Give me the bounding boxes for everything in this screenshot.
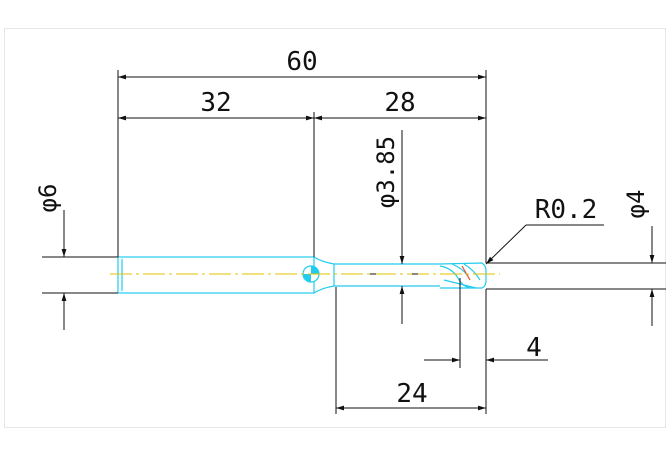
flute-curve-1 (439, 265, 471, 289)
dimension-lines (42, 70, 666, 414)
neck-transition (313, 256, 335, 294)
end-mill-outline (117, 256, 487, 294)
dim-label-shank-length: 32 (200, 88, 231, 118)
dim-label-cutter-diameter: φ4 (622, 190, 650, 219)
drawing-frame (4, 28, 666, 428)
dim-label-reach-length: 24 (396, 379, 427, 409)
dim-label-neck-diameter: φ3.85 (372, 136, 400, 208)
shank-body (117, 256, 315, 294)
cutting-head (439, 262, 487, 289)
dim-label-flute-length: 4 (526, 333, 542, 363)
flute-accent (461, 265, 471, 281)
radius-leader (485, 224, 527, 265)
dim-label-shank-diameter: φ6 (34, 184, 62, 213)
flute-curve-3 (463, 263, 481, 281)
dim-label-overall-length: 60 (286, 47, 317, 77)
dim-label-corner-radius: R0.2 (535, 195, 598, 225)
dim-label-neck-flute-length: 28 (384, 88, 415, 118)
